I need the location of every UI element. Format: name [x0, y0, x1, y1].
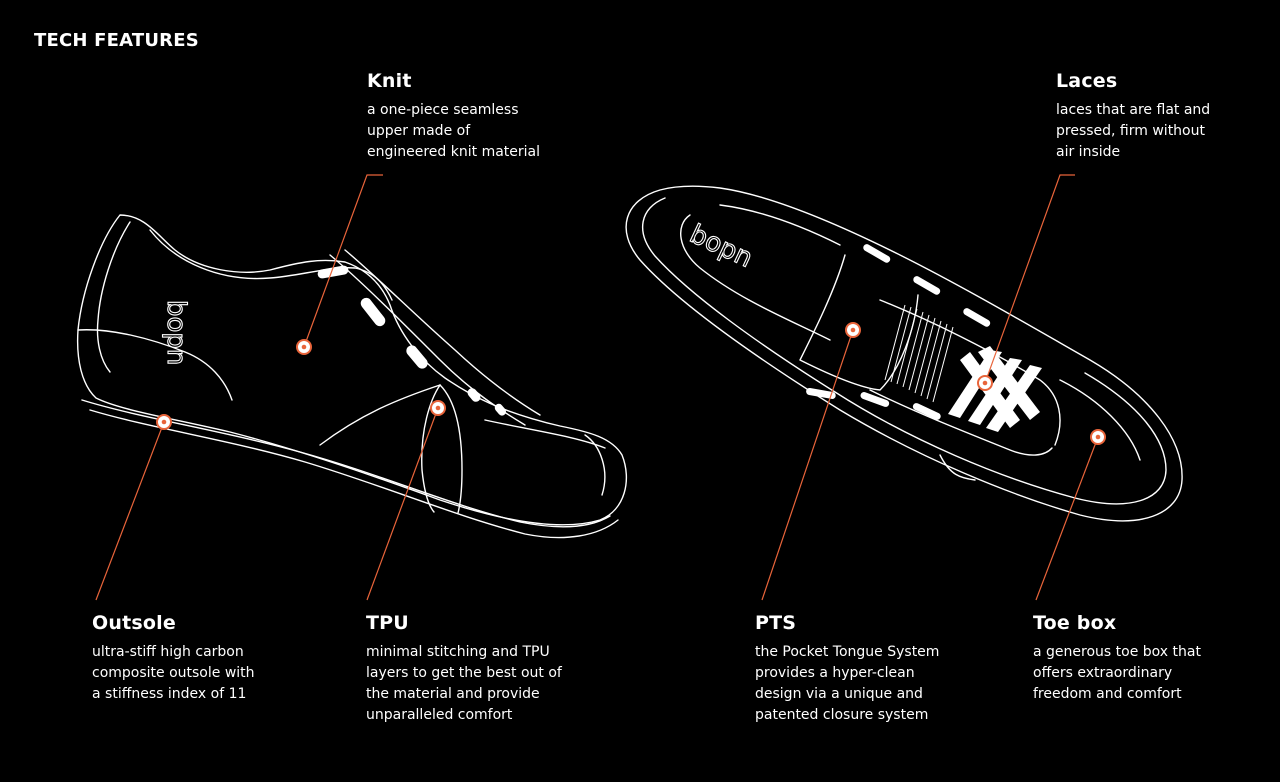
feature-description-line: offers extraordinary	[1033, 665, 1173, 681]
feature-description-line: ultra-stiff high carbon	[92, 644, 244, 660]
feature-toe-box: Toe box a generous toe box that offers e…	[1033, 612, 1201, 705]
tongue-stripes	[884, 304, 954, 403]
leader-line-outsole	[95, 421, 165, 601]
feature-description-line: air inside	[1056, 144, 1121, 160]
feature-description: laces that are flat and pressed, firm wi…	[1056, 100, 1210, 163]
feature-description: the Pocket Tongue System provides a hype…	[755, 642, 939, 726]
leader-line-tpu	[366, 407, 439, 601]
marker-tpu	[430, 400, 446, 416]
leader-line-pts	[761, 329, 854, 601]
top-shoe-laces	[948, 346, 1042, 432]
feature-description-line: freedom and comfort	[1033, 686, 1182, 702]
feature-description-line: unparalleled comfort	[366, 707, 513, 723]
side-shoe-outline	[76, 214, 628, 539]
leader-line-laces	[984, 174, 1075, 384]
feature-title: Outsole	[92, 612, 176, 634]
feature-title: Laces	[1056, 70, 1118, 92]
leader-line-knit	[303, 174, 383, 348]
feature-description-line: minimal stitching and TPU	[366, 644, 550, 660]
feature-description-line: engineered knit material	[367, 144, 541, 160]
feature-title: TPU	[366, 612, 409, 634]
feature-description-line: pressed, firm without	[1056, 123, 1205, 139]
top-shoe-logo: bopn	[685, 219, 757, 274]
feature-outsole: Outsole ultra-stiff high carbon composit…	[92, 612, 255, 705]
top-shoe-outline	[625, 185, 1183, 522]
marker-laces	[977, 375, 993, 391]
callout-markers	[156, 322, 1106, 445]
feature-knit: Knit a one-piece seamless upper made of …	[367, 70, 540, 163]
feature-title: Knit	[367, 70, 412, 92]
top-shoe-eyelets	[806, 244, 991, 420]
feature-description: minimal stitching and TPU layers to get …	[366, 642, 562, 726]
marker-pts	[845, 322, 861, 338]
leader-line-toe-box	[1035, 436, 1099, 601]
feature-description-line: the Pocket Tongue System	[755, 644, 940, 660]
marker-outsole	[156, 414, 172, 430]
feature-laces: Laces laces that are flat and pressed, f…	[1056, 70, 1210, 163]
feature-description-line: layers to get the best out of	[366, 665, 562, 681]
feature-description-line: design via a unique and	[755, 686, 923, 702]
feature-pts: PTS the Pocket Tongue System provides a …	[755, 612, 939, 726]
feature-description-line: composite outsole with	[92, 665, 255, 681]
feature-description: a generous toe box that offers extraordi…	[1033, 642, 1201, 705]
feature-description-line: a generous toe box that	[1033, 644, 1201, 660]
feature-description-line: patented closure system	[755, 707, 929, 723]
feature-description: ultra-stiff high carbon composite outsol…	[92, 642, 255, 705]
feature-description-line: the material and provide	[366, 686, 540, 702]
feature-description-line: provides a hyper-clean	[755, 665, 915, 681]
page-title: TECH FEATURES	[34, 30, 199, 51]
feature-description-line: a one-piece seamless	[367, 102, 519, 118]
feature-tpu: TPU minimal stitching and TPU layers to …	[366, 612, 562, 726]
side-shoe-logo: bopn	[161, 300, 191, 365]
marker-knit	[296, 339, 312, 355]
side-shoe-eyelets	[317, 265, 506, 416]
feature-description: a one-piece seamless upper made of engin…	[367, 100, 540, 163]
feature-description-line: upper made of	[367, 123, 471, 139]
feature-description-line: a stiffness index of 11	[92, 686, 247, 702]
feature-title: PTS	[755, 612, 797, 634]
feature-description-line: laces that are flat and	[1056, 102, 1211, 118]
feature-title: Toe box	[1033, 612, 1117, 634]
marker-toe-box	[1090, 429, 1106, 445]
leader-lines	[95, 174, 1099, 601]
